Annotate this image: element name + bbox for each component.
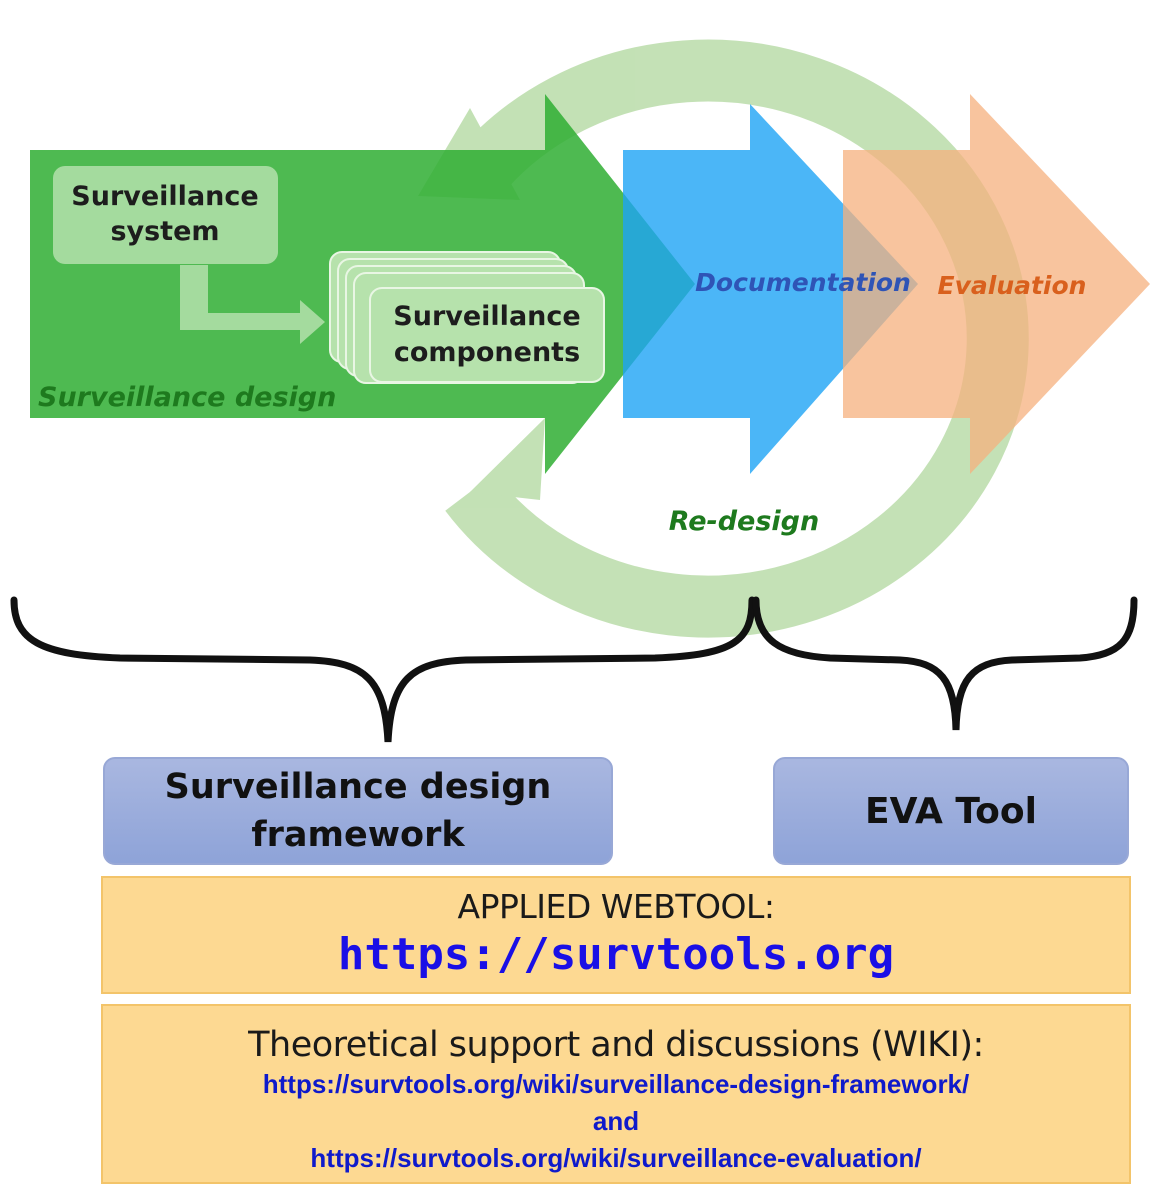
wiki-conjunction: and	[592, 1106, 640, 1136]
wiki-heading: Theoretical support and discussions (WIK…	[248, 1025, 984, 1065]
surveillance-components-stack	[329, 251, 605, 384]
surveillance-components-box	[369, 287, 605, 383]
applied-webtool-panel: APPLIED WEBTOOL: https://survtools.org	[101, 876, 1131, 994]
surveillance-system-box	[53, 166, 278, 264]
framework-brace	[10, 596, 756, 743]
surveillance-system-label-line1: Surveillance	[71, 181, 258, 212]
framework-label-line1: Surveillance design	[164, 767, 552, 807]
documentation-label: Documentation	[695, 268, 911, 297]
wiki-panel: Theoretical support and discussions (WIK…	[101, 1004, 1131, 1184]
framework-label-line2: framework	[251, 815, 465, 855]
eva-brace	[752, 596, 1138, 731]
redesign-label: Re-design	[669, 506, 819, 537]
evaluation-label: Evaluation	[938, 271, 1087, 300]
surveillance-design-framework-box: Surveillance design framework	[103, 757, 613, 865]
redesign-cycle-arrowhead-bottom	[470, 418, 545, 500]
surveillance-components-label-line2: components	[394, 337, 580, 368]
evaluation-arrow	[843, 94, 1150, 474]
eva-tool-label: EVA Tool	[865, 790, 1037, 832]
system-to-components-connector	[180, 265, 325, 344]
surveillance-system-label-line2: system	[110, 216, 219, 247]
surveillance-design-label: Surveillance design	[38, 382, 336, 413]
eva-tool-box: EVA Tool	[773, 757, 1129, 865]
applied-webtool-heading: APPLIED WEBTOOL:	[457, 887, 775, 926]
documentation-arrow	[623, 104, 918, 474]
wiki-evaluation-link[interactable]: https://survtools.org/wiki/surveillance-…	[310, 1143, 922, 1173]
wiki-design-framework-link[interactable]: https://survtools.org/wiki/surveillance-…	[262, 1069, 970, 1099]
surveillance-components-label-line1: Surveillance	[393, 301, 580, 332]
survtools-link[interactable]: https://survtools.org	[337, 929, 895, 980]
